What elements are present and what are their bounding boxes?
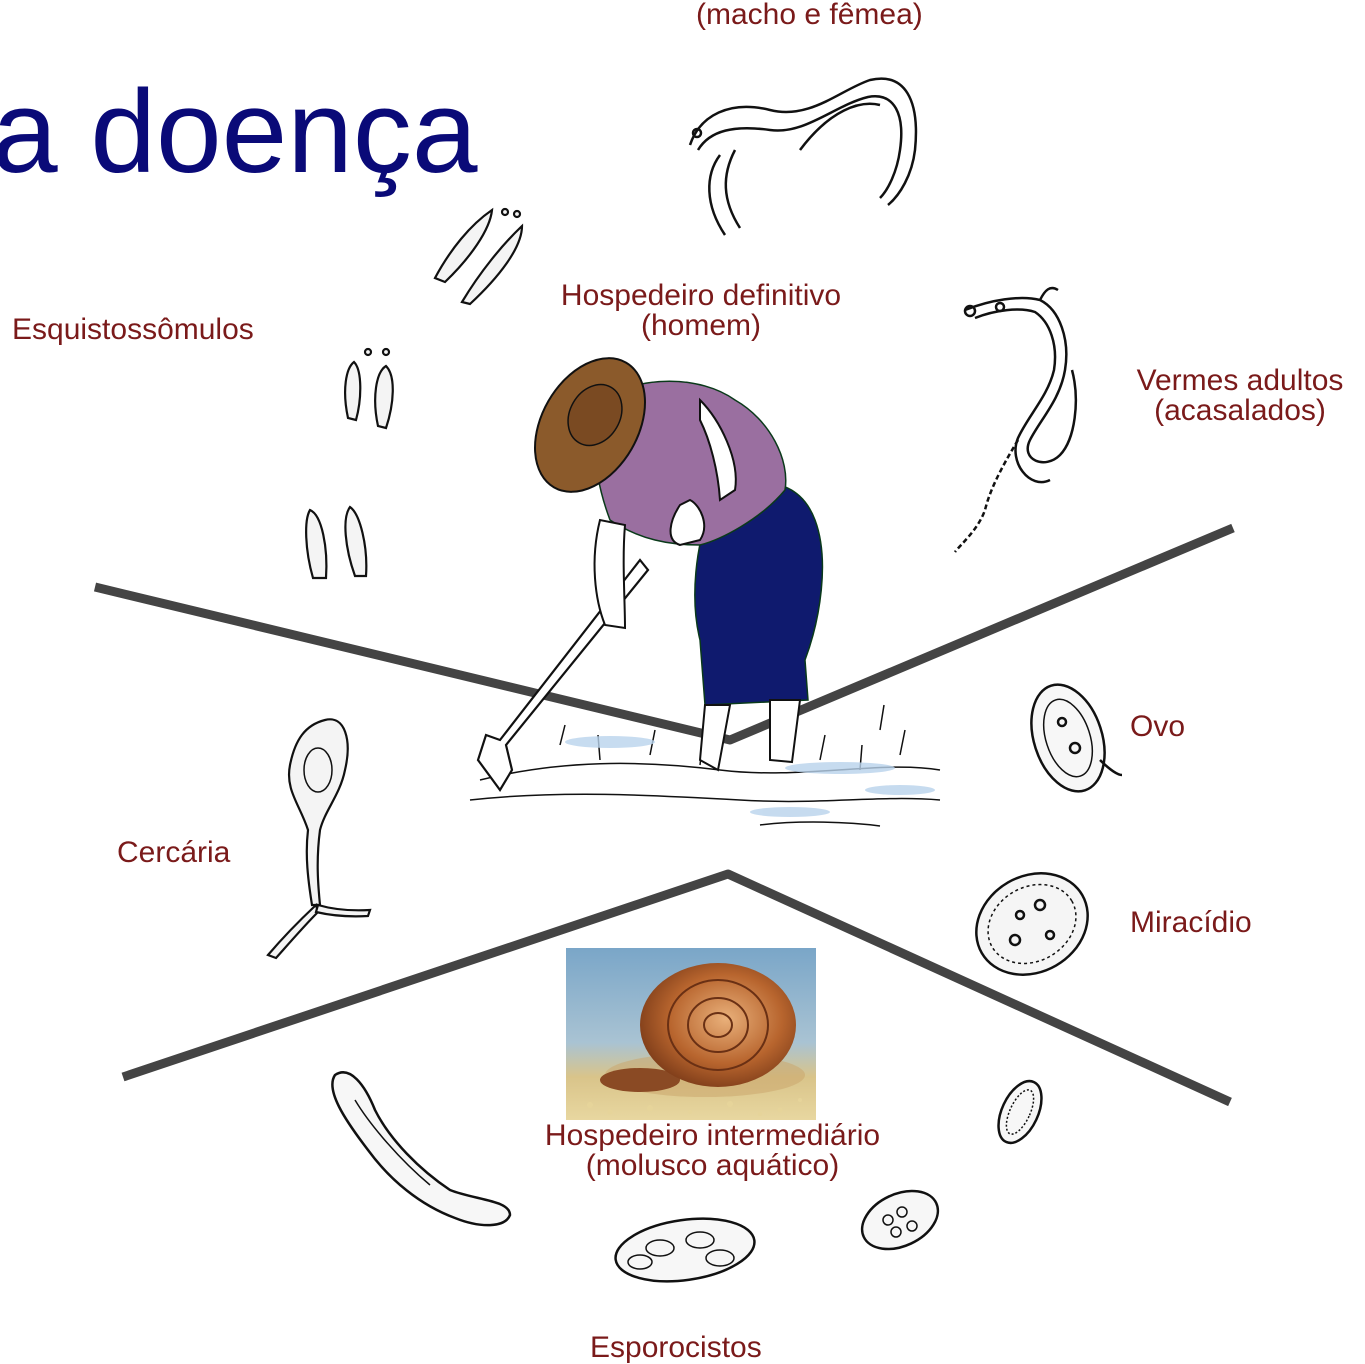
label-intermediate-host-line1: Hospedeiro intermediário: [520, 1121, 905, 1151]
label-definitive-host: Hospedeiro definitivo (homem): [540, 281, 862, 341]
worm-pair-icon: [690, 79, 916, 235]
label-schistosomula: Esquistossômulos: [12, 315, 254, 345]
label-male-female: (macho e fêmea): [696, 0, 923, 30]
snail-photo: [566, 948, 816, 1120]
label-definitive-host-line2: (homem): [540, 311, 862, 341]
label-adult-worms-line1: Vermes adultos: [1120, 366, 1360, 396]
label-sporocysts: Esporocistos: [590, 1333, 762, 1363]
farmer-illustration: [470, 339, 940, 826]
cercaria-icon: [268, 719, 370, 958]
slide-title: a doença: [0, 72, 478, 192]
miracidium-icon: [958, 853, 1106, 994]
label-intermediate-host-line2: (molusco aquático): [520, 1151, 905, 1181]
label-cercaria: Cercária: [117, 838, 230, 868]
adult-worms-icon: [955, 288, 1076, 552]
label-intermediate-host: Hospedeiro intermediário (molusco aquáti…: [520, 1121, 905, 1181]
schistosomula-icon: [306, 209, 522, 578]
egg-icon: [1019, 675, 1122, 801]
label-adult-worms-line2: (acasalados): [1120, 396, 1360, 426]
label-miracidium: Miracídio: [1130, 908, 1252, 938]
label-egg: Ovo: [1130, 712, 1185, 742]
label-adult-worms: Vermes adultos (acasalados): [1120, 366, 1360, 426]
label-definitive-host-line1: Hospedeiro definitivo: [540, 281, 862, 311]
